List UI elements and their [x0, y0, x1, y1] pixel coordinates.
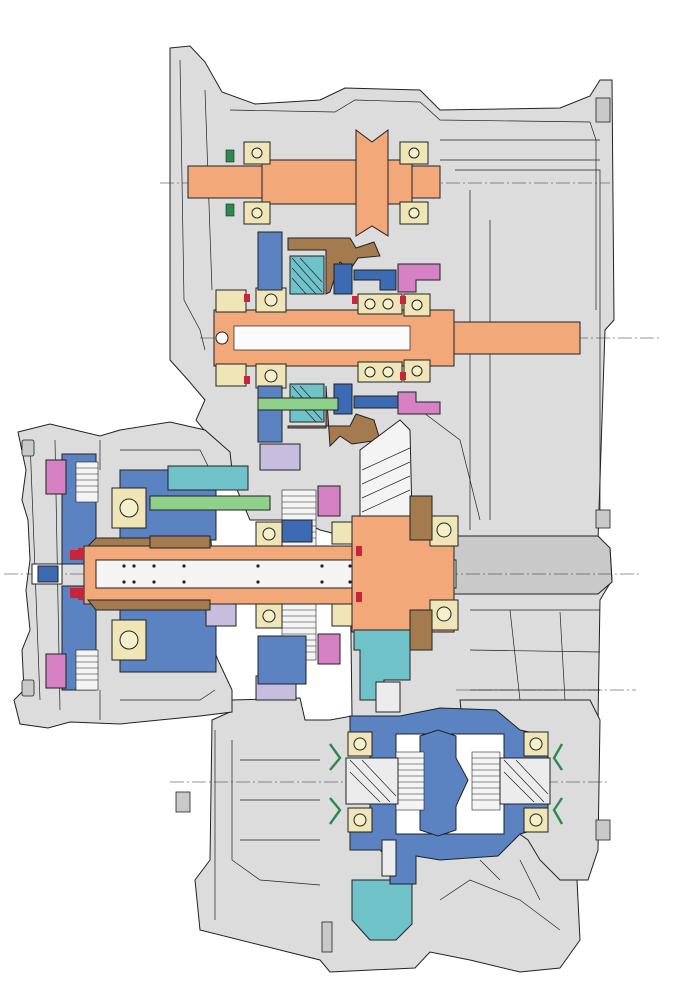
shift-fork-bottom: [353, 395, 401, 409]
clutch-springs: [75, 461, 99, 691]
upper-shaft-assembly: [187, 129, 441, 237]
red-seals: [78, 546, 362, 602]
second-shaft-splines: [233, 325, 411, 351]
pink-piston-bottom: [317, 633, 341, 665]
upper-seal-top: [225, 149, 235, 163]
diff-seals: [329, 743, 564, 825]
differential-assembly: [329, 629, 564, 941]
input-bearing-bottom: [111, 619, 147, 661]
gear-brown-bottom: [287, 385, 381, 448]
axle-shaft-left: [345, 757, 399, 805]
oil-holes: [122, 564, 352, 584]
green-sleeve: [257, 397, 339, 411]
output-shaft-vertical: [375, 681, 401, 713]
seal-red-clutch-a: [70, 550, 78, 560]
shift-fork-top: [353, 269, 397, 291]
side-gear-left: [395, 751, 425, 811]
brown-pinion-block: [409, 495, 433, 541]
clutch-drum-top: [281, 519, 313, 543]
selector-bottom: [397, 391, 441, 415]
synchro-hub-top: [333, 263, 353, 295]
clutch-pressure-pink-top: [45, 459, 67, 495]
axle-shaft-right: [499, 757, 551, 805]
pink-piston-top: [317, 485, 341, 517]
gear-blue-left-bottom: [257, 385, 283, 443]
end-cover-casting: [451, 535, 613, 595]
clutch-disc-cyan: [167, 465, 249, 491]
upper-shaft-gear: [355, 129, 389, 237]
diff-bearings: [347, 731, 549, 833]
second-shaft-assembly: [213, 231, 581, 448]
clutch-pressure-pink-bottom: [45, 653, 67, 689]
input-shaft-assembly: [31, 419, 459, 651]
second-shaft-bearings: [215, 287, 431, 389]
upper-seal-bottom: [225, 203, 235, 217]
selector-top: [397, 263, 441, 293]
seal-red-a: [244, 294, 250, 302]
clutch-drum-bottom: [257, 635, 307, 685]
lavender-plate-top: [259, 443, 301, 471]
gear-blue-left-top: [257, 231, 283, 291]
bolt-heads: [21, 97, 611, 953]
brown-hub-bottom: [86, 599, 211, 611]
upper-shaft-bearings: [243, 141, 429, 225]
large-ring-gear: [359, 419, 413, 517]
shaft-end-cap: [215, 331, 229, 345]
clutch-assembly: [45, 443, 341, 701]
side-gear-right: [471, 751, 501, 811]
clutch-disc-green: [149, 495, 271, 511]
seal-red-b: [244, 376, 250, 384]
